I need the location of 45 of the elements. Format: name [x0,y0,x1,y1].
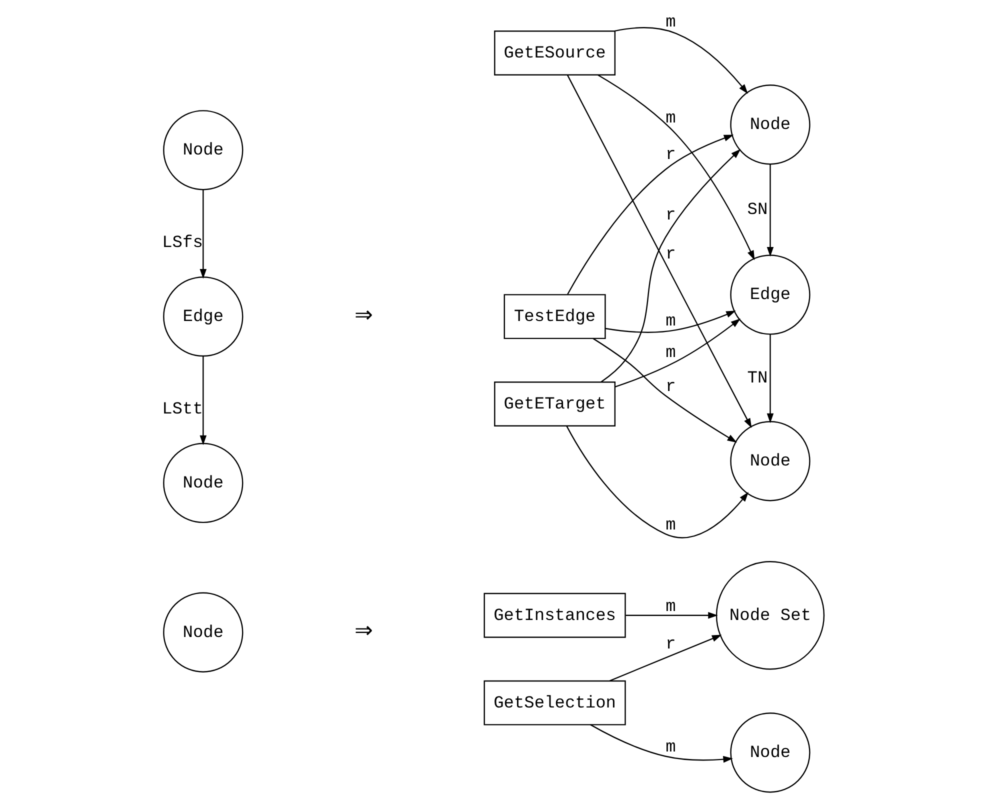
node-circle: Node [162,442,243,524]
edge-label: m [665,344,676,363]
arrow [766,164,774,257]
arrow [766,334,774,424]
label: ⇒ [354,620,372,645]
edge-label: m [665,516,676,536]
edge-label: LSfs [162,234,202,253]
arrow [604,310,736,333]
arrow [566,74,752,428]
node-box: GetETarget [494,382,616,426]
node-box: GetSelection [483,680,626,726]
arrow [566,426,748,538]
edge-label: SN [746,201,768,220]
arrow [614,318,740,388]
arrow [199,190,206,279]
edge-label: r [665,146,676,165]
edge-label: m [665,738,676,758]
arrow [199,356,206,446]
edge-label: m [665,598,676,617]
node-circle: Node [730,712,810,793]
node-box: GetESource [494,30,616,76]
edge-label: r [665,246,676,264]
node-box: GetInstances [483,592,626,638]
arrow [597,74,754,260]
node-circle: Edge [162,276,243,357]
arrow [614,27,748,94]
node-box: TestEdge [503,294,606,340]
node-circle: Node [162,592,243,672]
arrow [590,724,732,763]
label: ⇒ [354,304,372,329]
arrow [609,634,722,682]
edge-label: LStt [162,400,202,420]
node-circle: Node Set [715,561,824,670]
node-circle: Node [162,110,243,190]
arrow [566,134,734,295]
edge-label: r [665,206,676,226]
arrow [625,612,718,619]
edge-label: TN [746,369,768,388]
edge-label: r [665,635,676,654]
arrow [600,149,740,382]
arrow [592,338,737,443]
edge-label: m [665,14,676,32]
edge-label: m [665,312,676,332]
edge-label: m [665,109,676,128]
edge-label: r [665,378,676,397]
